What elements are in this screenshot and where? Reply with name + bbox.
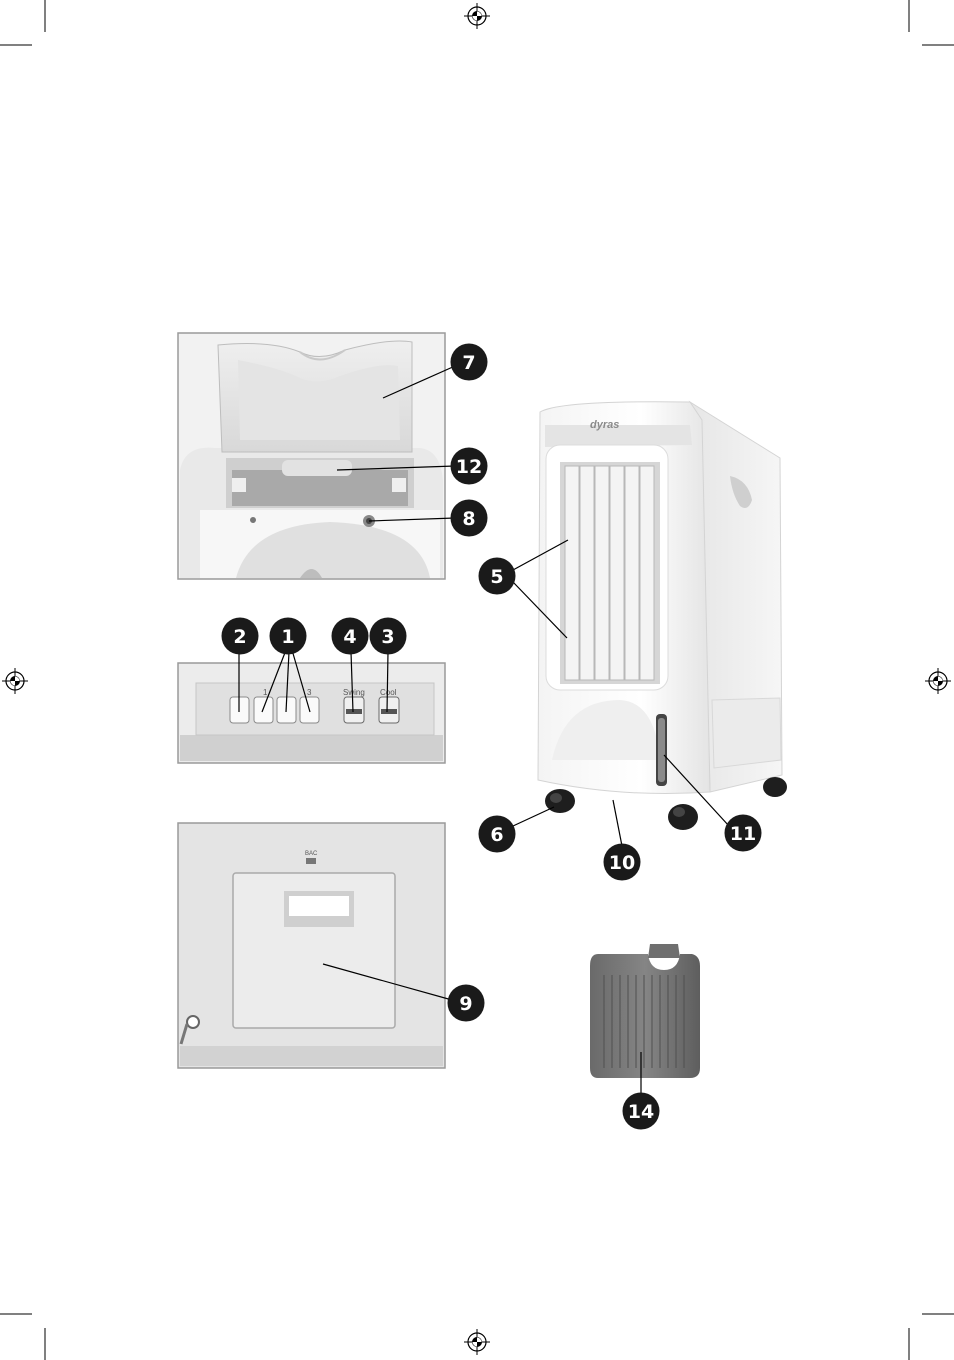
ice-pack-photo bbox=[590, 944, 700, 1078]
cool-label: Cool bbox=[380, 688, 397, 697]
callout-8: 8 bbox=[462, 508, 475, 530]
callout-6: 6 bbox=[490, 824, 503, 846]
back-label: BAC bbox=[305, 851, 318, 857]
callout-2: 2 bbox=[233, 626, 246, 648]
swing-label: Swing bbox=[343, 688, 365, 697]
callout-7: 7 bbox=[462, 352, 475, 374]
speed-3-label: 3 bbox=[307, 688, 312, 697]
control-panel-photo bbox=[178, 663, 445, 763]
registration-mark-icon bbox=[464, 1329, 490, 1355]
callout-10: 10 bbox=[609, 852, 635, 874]
callout-5: 5 bbox=[490, 566, 503, 588]
speed-1-label: 1 bbox=[263, 688, 268, 697]
back-cover-photo bbox=[178, 823, 445, 1068]
callout-12: 12 bbox=[456, 456, 482, 478]
callout-9: 9 bbox=[459, 993, 472, 1015]
registration-mark-icon bbox=[2, 668, 28, 694]
registration-mark-icon bbox=[464, 3, 490, 29]
callout-14: 14 bbox=[628, 1101, 654, 1123]
tank-photo bbox=[178, 333, 445, 579]
brand-logo: dyras bbox=[590, 419, 619, 431]
callout-1: 1 bbox=[281, 626, 294, 648]
registration-mark-icon bbox=[925, 668, 951, 694]
callout-11: 11 bbox=[730, 823, 756, 845]
callout-4: 4 bbox=[343, 626, 356, 648]
callout-3: 3 bbox=[381, 626, 394, 648]
air-cooler-photo bbox=[538, 402, 787, 830]
